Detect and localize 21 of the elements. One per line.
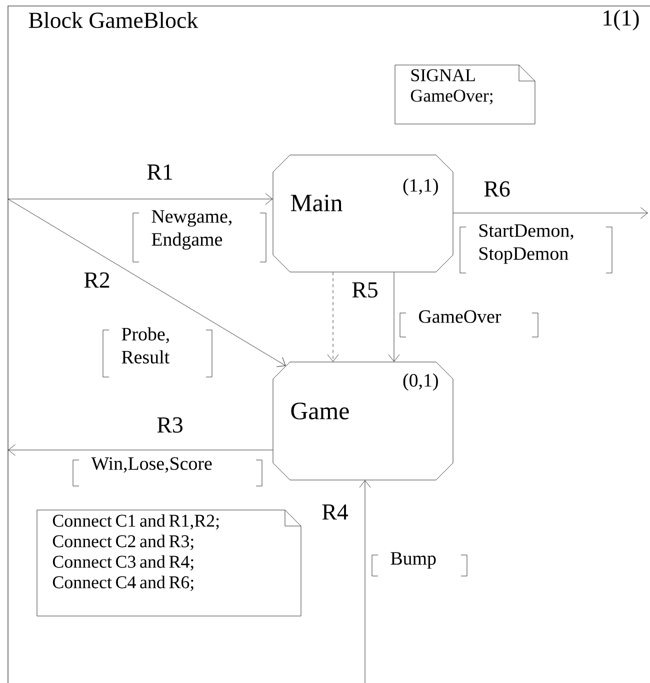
signal-list: Bump xyxy=(372,552,468,576)
channel-arrow xyxy=(359,480,371,683)
channel-arrow xyxy=(327,272,339,362)
channel-label: R2 xyxy=(82,271,112,289)
comment-note: Connect C1 and R1,R2; Connect C2 and R3; Connect C3 and R4; Connect C4 and R6; xyxy=(36,510,302,616)
channel-label: R5 xyxy=(350,281,380,299)
signal-list: Newgame, Endgame xyxy=(132,210,266,262)
channel-label: R1 xyxy=(146,163,174,181)
channel-label: R4 xyxy=(320,503,350,521)
comment-note: SIGNAL GameOver; xyxy=(394,64,536,124)
signal-list: GameOver xyxy=(400,310,538,338)
channel-arrow xyxy=(388,272,400,362)
channel-label: R6 xyxy=(482,180,512,198)
channel-arrow xyxy=(8,198,286,367)
channel-arrow xyxy=(8,193,273,205)
channel-arrow xyxy=(453,207,648,219)
channel-label: R3 xyxy=(156,416,184,434)
signal-list: Probe, Result xyxy=(102,327,212,378)
channel-arrow xyxy=(8,444,273,456)
signal-list: Win,Lose,Score xyxy=(72,457,262,486)
signal-list: StartDemon, StopDemon xyxy=(460,224,612,274)
